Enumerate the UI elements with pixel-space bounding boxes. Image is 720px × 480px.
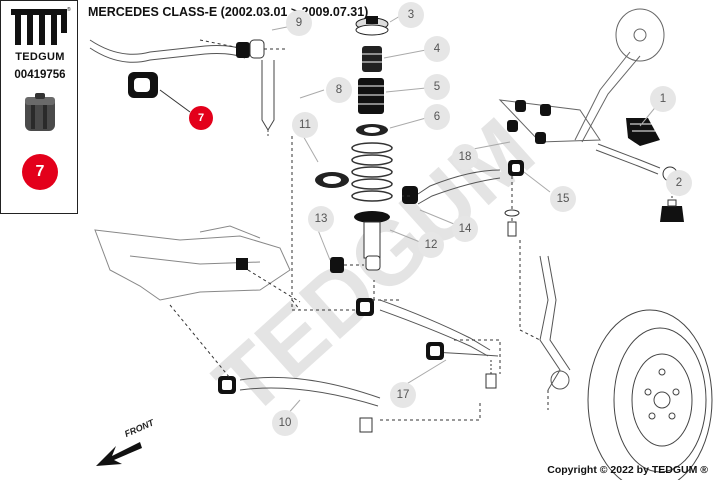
bushing-13 — [330, 257, 364, 273]
bump-stop-4 — [362, 46, 382, 72]
callout-18: 18 — [452, 144, 478, 170]
svg-text:®: ® — [67, 6, 71, 13]
lower-arm-10 — [239, 376, 381, 407]
brand-name: TEDGUM — [15, 51, 65, 63]
upper-arm-14 — [402, 169, 501, 205]
dust-boot-5 — [358, 78, 384, 114]
callout-10: 10 — [272, 410, 298, 436]
highlight-number-badge: 7 — [22, 154, 58, 190]
callout-2: 2 — [666, 170, 692, 196]
callout-14: 14 — [452, 216, 478, 242]
tie-rod — [595, 143, 678, 182]
stabilizer-bar — [89, 39, 246, 63]
bushing-15 — [504, 160, 524, 237]
callout-13: 13 — [308, 206, 334, 232]
part-number: 00419756 — [14, 69, 66, 81]
bushings-18 — [507, 100, 551, 144]
stabilizer-link — [261, 60, 275, 136]
subframe — [94, 225, 291, 301]
callout-8: 8 — [326, 77, 352, 103]
wheel — [587, 309, 713, 480]
ball-joint-boot-2 — [660, 184, 684, 222]
callout-5: 5 — [424, 74, 450, 100]
front-arrow — [96, 442, 142, 466]
callout-6: 6 — [424, 104, 450, 130]
callout-11: 11 — [292, 112, 318, 138]
coil-spring — [351, 142, 393, 202]
copyright: Copyright © 2022 by TEDGUM ® — [547, 464, 708, 476]
page-title: MERCEDES CLASS-E (2002.03.01 > 2009.07.3… — [88, 5, 369, 19]
top-mount-3 — [355, 16, 389, 36]
callout-7: 7 — [189, 106, 213, 130]
tedgum-logo: ® — [9, 6, 71, 49]
subframe-bushing — [236, 258, 248, 270]
bushing-thumbnail — [25, 93, 55, 131]
steering-knuckle — [539, 255, 571, 391]
link-bushing-9 — [199, 39, 285, 59]
callout-17: 17 — [390, 382, 416, 408]
part-info-panel: ® TEDGUM 00419756 7 — [0, 0, 78, 214]
steering-boot-1 — [626, 118, 660, 146]
knuckle-joint — [485, 360, 497, 389]
callout-15: 15 — [550, 186, 576, 212]
bushing-10 — [218, 376, 373, 433]
bearing-11 — [315, 172, 349, 188]
lower-arm-bushings — [356, 298, 444, 360]
spring-seat-6 — [356, 124, 388, 136]
callout-leaders — [271, 15, 681, 417]
callout-3: 3 — [398, 2, 424, 28]
leader-7 — [159, 89, 191, 113]
callout-4: 4 — [424, 36, 450, 62]
callout-9: 9 — [286, 10, 312, 36]
steering-assembly — [498, 8, 665, 143]
stabilizer-bushing — [128, 72, 158, 98]
callout-1: 1 — [650, 86, 676, 112]
strut-12 — [354, 211, 390, 271]
dashed-connectors — [169, 136, 549, 421]
callout-12: 12 — [418, 232, 444, 258]
